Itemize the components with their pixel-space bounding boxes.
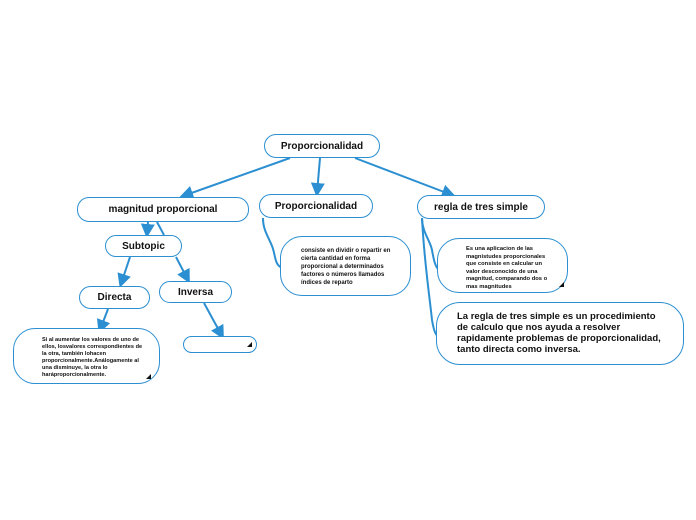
- connector-directa-note: [97, 308, 111, 334]
- root-node[interactable]: Proporcionalidad: [264, 134, 380, 158]
- regla-de-tres-simple-node[interactable]: regla de tres simple: [417, 195, 545, 219]
- regla-note-corner-icon: [559, 282, 564, 287]
- connector-proporcionalidad-note: [262, 217, 283, 269]
- connector-root-magnitud: [179, 157, 291, 200]
- connector-root-proporcionalidad: [310, 157, 325, 197]
- connector-magnitud-subtopic: [140, 221, 155, 238]
- proporcionalidad-note: consiste en dividir o repartir en cierta…: [280, 236, 411, 296]
- connector-subtopic-inversa: [175, 256, 190, 284]
- inversa-child-corner-icon: [247, 342, 252, 347]
- inversa-child-node[interactable]: [183, 336, 257, 353]
- regla-big-note: La regla de tres simple es un procedimie…: [436, 302, 684, 365]
- connector-subtopic-directa: [117, 256, 131, 288]
- regla-note: Es una aplicacion de las magnistudes pro…: [437, 238, 568, 293]
- directa-node[interactable]: Directa: [79, 286, 150, 309]
- connector-inversa-child: [203, 302, 224, 340]
- directa-note: Si al aumentar los valores de uno de ell…: [13, 328, 160, 384]
- connector-magnitud-subtopic-2: [156, 221, 165, 236]
- inversa-node[interactable]: Inversa: [159, 281, 232, 303]
- connector-root-regla: [354, 157, 456, 198]
- subtopic-node[interactable]: Subtopic: [105, 235, 182, 257]
- proporcionalidad-node[interactable]: Proporcionalidad: [259, 194, 373, 218]
- directa-note-corner-icon: [146, 374, 151, 379]
- magnitud-proporcional-node[interactable]: magnitud proporcional: [77, 197, 249, 222]
